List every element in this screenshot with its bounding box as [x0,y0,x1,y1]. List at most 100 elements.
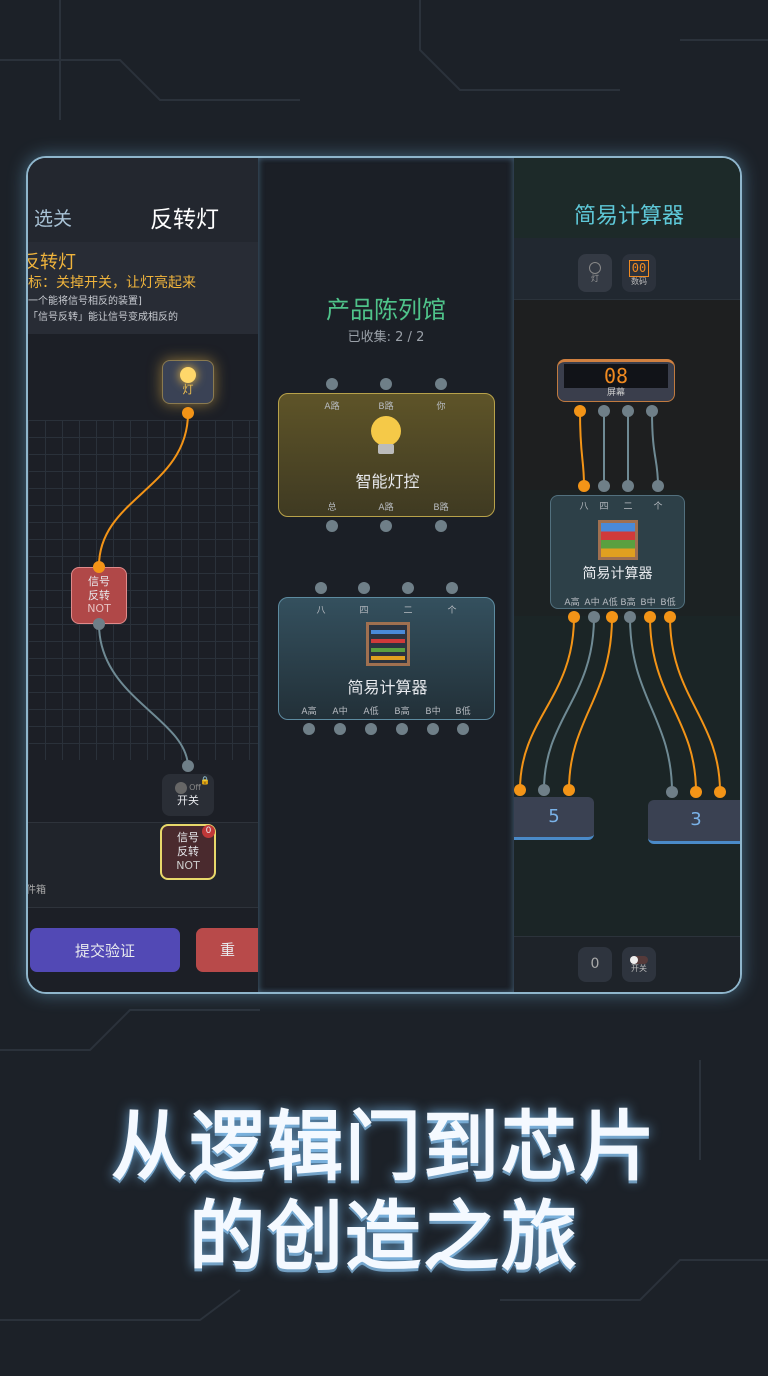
port[interactable] [574,405,586,417]
port[interactable] [380,520,392,532]
port[interactable] [598,405,610,417]
port[interactable] [578,480,590,492]
port[interactable] [380,378,392,390]
port[interactable] [563,784,575,796]
port[interactable] [514,784,526,796]
pin-label: 四 [359,606,369,616]
lightbulb-icon [371,416,401,446]
node-name: 简易计算器 [582,566,653,582]
port[interactable] [435,378,447,390]
switch-label: 开关 [177,794,199,808]
lightbulb-icon [180,367,196,384]
pin-label: B中 [640,598,656,608]
product-card-calculator[interactable]: 简易计算器 [278,597,495,720]
port[interactable] [435,520,447,532]
port[interactable] [427,723,439,735]
level-name: 反转灯 [26,252,76,273]
wires [519,410,721,793]
submit-button[interactable]: 提交验证 [30,928,180,972]
toolbox: 件箱 [28,822,258,908]
headline-line-1: 从逻辑门到芯片 [111,1102,657,1191]
display-icon: 00 [628,259,650,277]
port[interactable] [646,405,658,417]
port[interactable] [326,520,338,532]
page-title: 简易计算器 [573,204,684,229]
output-port[interactable] [182,407,194,419]
card-label: 信号 [177,831,199,845]
node-label: 反转 [88,588,110,602]
port[interactable] [652,480,664,492]
port[interactable] [402,582,414,594]
node-label: 信号 [88,574,110,588]
pin-label: 总 [327,503,337,513]
pin-label: A低 [363,707,379,717]
calculator-node[interactable]: 简易计算器 [550,495,685,609]
port[interactable] [334,723,346,735]
display-label: 屏幕 [606,387,625,398]
display-node[interactable]: 08 屏幕 [557,359,675,402]
port[interactable] [568,611,580,623]
abacus-icon [366,622,410,666]
toggle-switch[interactable]: Off [175,782,201,795]
pin-label: B高 [620,598,636,608]
page-title: 反转灯 [150,207,219,233]
lamp-node[interactable]: 灯 [162,360,214,404]
port[interactable] [598,480,610,492]
level-goal: 目标：关掉开关，让灯亮起来 [26,275,196,291]
pin-label: 个 [653,502,663,512]
back-button[interactable]: 选关 [34,208,73,230]
pin-label: A路 [378,503,394,513]
port[interactable] [606,611,618,623]
input-port[interactable] [93,561,105,573]
port[interactable] [666,786,678,798]
port[interactable] [622,480,634,492]
pin-label: 八 [579,502,589,512]
pin-label: 四 [599,502,609,512]
port[interactable] [303,723,315,735]
number-input-a[interactable]: 5 [514,797,594,840]
collected-count: 已收集: 2 / 2 [347,330,425,345]
port[interactable] [538,784,550,796]
port[interactable] [396,723,408,735]
port[interactable] [714,786,726,798]
port[interactable] [326,378,338,390]
pin-label: B路 [433,503,449,513]
switch-node[interactable]: Off 开关 🔒 [162,774,214,816]
port[interactable] [644,611,656,623]
port[interactable] [622,405,634,417]
port[interactable] [457,723,469,735]
level-desc: 一个能将信号相反的装置] [28,296,142,307]
pin-label: A低 [602,598,618,608]
pin-label: B路 [378,402,394,412]
pin-label: B低 [455,707,471,717]
port[interactable] [690,786,702,798]
port[interactable] [446,582,458,594]
port[interactable] [358,582,370,594]
toolbar-lamp[interactable]: 灯 [578,254,612,292]
pin-label: A高 [301,707,317,717]
level-info: 反转灯 目标：关掉开关，让灯亮起来 一个能将信号相反的装置] 「信号反转」能让信… [28,242,258,334]
device-frame: 选关 反转灯 反转灯 目标：关掉开关，让灯亮起来 一个能将信号相反的装置] 「信… [26,156,742,994]
pin-label: 二 [623,502,633,512]
lamp-icon [589,262,601,274]
number-input-tool[interactable]: 0 [578,947,612,982]
number-input-b[interactable]: 3 [648,800,740,844]
pin-label: A高 [564,598,580,608]
pin-label: 八 [316,606,326,616]
output-port[interactable] [93,618,105,630]
port[interactable] [365,723,377,735]
port[interactable] [588,611,600,623]
input-port[interactable] [182,760,194,772]
level-panel: 选关 反转灯 反转灯 目标：关掉开关，让灯亮起来 一个能将信号相反的装置] 「信… [28,158,276,992]
pin-label: B中 [425,707,441,717]
port[interactable] [315,582,327,594]
port[interactable] [664,611,676,623]
product-card-smart-light[interactable]: 智能灯控 [278,393,495,517]
switch-tool[interactable]: 开关 [622,947,656,982]
port[interactable] [624,611,636,623]
product-name: 简易计算器 [347,678,428,697]
